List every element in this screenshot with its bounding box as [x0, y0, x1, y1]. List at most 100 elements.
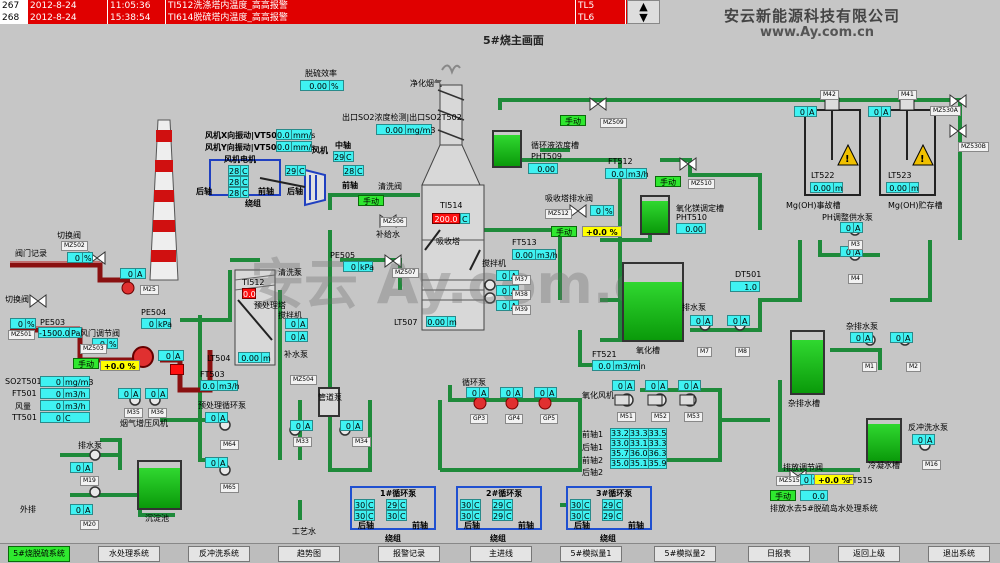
rear-shaft-label: 后轴	[196, 187, 212, 196]
alarm-row[interactable]: 268 2012-8-24 15:38:54 TI614脱硫塔内温度_高高报警 …	[0, 12, 660, 24]
nav-water-treatment[interactable]: 水处理系统	[98, 546, 160, 562]
drain-valve-output: +0.0 %	[582, 226, 622, 237]
front-shaft2-label: 前轴2	[582, 456, 604, 465]
lt507-label: LT507	[394, 318, 418, 327]
ox-fan-label: 氧化风机	[582, 391, 614, 400]
nav-daily-report[interactable]: 日报表	[748, 546, 810, 562]
mgo-manual-button[interactable]: 手动	[655, 176, 681, 187]
mz501-value: 0%	[10, 318, 36, 329]
sediment-label: 沉淀池	[145, 514, 169, 523]
pump1-front-label: 前轴	[412, 521, 428, 530]
mz507-tag: MZ507	[392, 268, 419, 278]
mgo-tank-label: 氧化镁调定槽	[676, 204, 724, 213]
pump1-winding-label: 绕组	[385, 534, 401, 543]
nav-desulfurization[interactable]: 5#烧脱硫系统	[8, 546, 70, 562]
abs-tower-label: 吸收塔	[436, 237, 460, 246]
m3-tag: M3	[848, 240, 863, 250]
ft503-label: FT503	[200, 370, 225, 379]
valve-record-label[interactable]: 阀门记录	[15, 249, 47, 258]
ti512-value: 0.0	[242, 288, 256, 299]
ox-tank-label: 氧化槽	[636, 346, 660, 355]
clear-valve-manual-button[interactable]: 手动	[358, 195, 384, 206]
m7-tag: M7	[697, 347, 712, 357]
switch-valve-label: 切换阀	[57, 231, 81, 240]
ti514-value: 200.0	[432, 213, 460, 224]
ft515-value: 0.0	[800, 490, 828, 501]
table-cell: 33.5	[647, 428, 668, 439]
alarm-scroll-icon[interactable]: ▲▼	[627, 0, 660, 24]
watermark: 安云 Ay.com.cn	[250, 253, 684, 316]
nav-main-line[interactable]: 主进线	[470, 546, 532, 562]
clean-pump-label: 清洗泵	[278, 268, 302, 277]
m16-tag: M16	[922, 460, 941, 470]
m42-tag: M42	[820, 90, 839, 100]
desulf-eff-label: 脱硫效率	[305, 69, 337, 78]
manual-button[interactable]: 手动	[73, 358, 99, 369]
alarm-row[interactable]: 267 2012-8-24 11:05:36 TI512洗涤塔内温度_高高报警 …	[0, 0, 660, 12]
m38-tag: M38	[512, 290, 531, 300]
alarm-id: 268	[0, 12, 28, 24]
lt504-label: LT504	[207, 354, 231, 363]
cooling-tank-label: 冷凝水槽	[868, 461, 900, 470]
circ-manual-button[interactable]: 手动	[560, 115, 586, 126]
pump2-front-label: 前轴	[518, 521, 534, 530]
discharge-manual-button[interactable]: 手动	[770, 490, 796, 501]
nav-alarm-log[interactable]: 报警记录	[378, 546, 440, 562]
discharge-output: +0.0 %	[814, 474, 854, 485]
m8-tag: M8	[735, 347, 750, 357]
m41-tag: M41	[898, 90, 917, 100]
m52-tag: M52	[651, 412, 670, 422]
lt523-label: LT523	[888, 171, 912, 180]
mz530a-tag: MZ530A	[930, 106, 961, 116]
nav-exit[interactable]: 退出系统	[928, 546, 990, 562]
drain-manual-button[interactable]: 手动	[551, 226, 577, 237]
svg-text:!: !	[845, 154, 850, 165]
table-cell: 33.2	[610, 428, 630, 439]
table-cell: 33.1	[628, 438, 649, 449]
ft521-label: FT521	[592, 350, 617, 359]
nav-trend[interactable]: 趋势图	[278, 546, 340, 562]
hose-pump-label: 管道泵	[318, 393, 342, 402]
nav-analog-1[interactable]: 5#模拟量1	[560, 546, 622, 562]
mixer-label-left: 搅拌机	[278, 311, 302, 320]
fan-alarm-indicator	[170, 364, 184, 375]
nav-analog-2[interactable]: 5#模拟量2	[654, 546, 716, 562]
mg-emergency-label: Mg(OH)事故槽	[786, 201, 841, 210]
front-shaft-label: 前轴	[258, 187, 274, 196]
mz502-value: 0%	[67, 252, 93, 263]
gp3-tag: GP3	[470, 414, 489, 424]
m33-tag: M33	[293, 437, 312, 447]
m20-tag: M20	[80, 520, 99, 530]
alarm-time: 15:38:54	[108, 12, 166, 24]
m39-tag: M39	[512, 305, 531, 315]
nav-backwash[interactable]: 反冲洗系统	[188, 546, 250, 562]
nav-back[interactable]: 返回上级	[838, 546, 900, 562]
table-cell: 35.1	[628, 458, 649, 469]
alarm-id: 267	[0, 0, 28, 12]
desulf-eff-value: 0.00%	[300, 80, 344, 91]
ft501-label: FT501	[12, 389, 37, 398]
company-website: www.Ay.com.cn	[760, 25, 875, 40]
